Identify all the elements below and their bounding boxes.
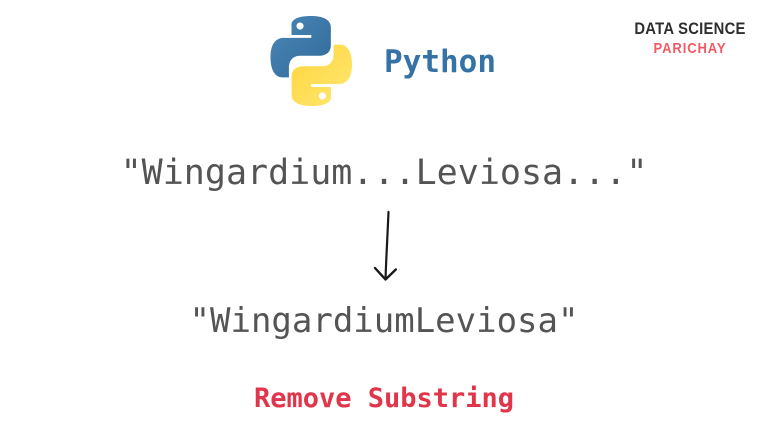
python-wordmark: Python xyxy=(384,44,496,80)
down-arrow-icon xyxy=(373,210,397,281)
python-logo-icon xyxy=(270,16,353,106)
caption-remove-substring: Remove Substring xyxy=(253,383,515,414)
brand-line-parichay: PARICHAY xyxy=(653,40,727,57)
output-string-text: "WingardiumLeviosa" xyxy=(189,301,579,341)
input-string-text: "Wingardium...Leviosa..." xyxy=(120,153,648,193)
brand-block: DATA SCIENCE PARICHAY xyxy=(618,19,762,58)
brand-line-data-science: DATA SCIENCE xyxy=(634,19,746,38)
